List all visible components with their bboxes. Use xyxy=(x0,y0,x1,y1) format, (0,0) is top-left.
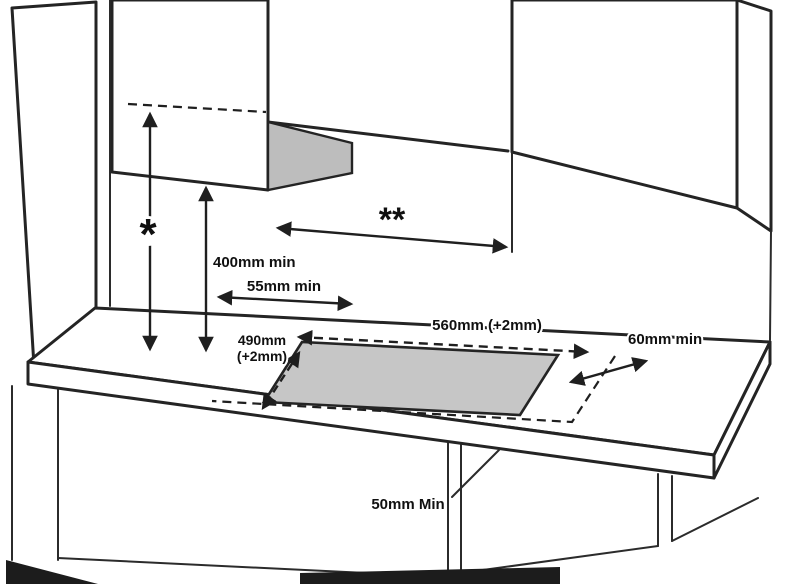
dim-arrow-55mm xyxy=(216,289,354,312)
label-60mm-min: 60mm min xyxy=(628,331,702,348)
plinth-shadow xyxy=(300,567,560,584)
upper-cabinet-left xyxy=(110,0,270,192)
label-55mm-min: 55mm min xyxy=(247,278,321,295)
double-star-label: ** xyxy=(379,201,406,239)
label-50mm-min: 50mm Min xyxy=(371,496,444,513)
dim-arrow-double-star xyxy=(275,221,509,254)
star-label: * xyxy=(139,210,157,259)
label-490mm-tolerance: (+2mm) xyxy=(237,348,287,364)
right-wall-line xyxy=(769,230,772,341)
base-cabinets xyxy=(6,385,759,584)
base-bottom-line-mid xyxy=(460,545,659,574)
star-marker-circle xyxy=(133,216,163,246)
hob-outline-dashed xyxy=(211,355,616,424)
label-490mm: 490mm xyxy=(238,332,286,348)
dimension-arrows xyxy=(142,111,649,498)
hood-recess-shade xyxy=(266,120,354,192)
leader-line-50mm xyxy=(451,449,500,498)
label-400mm-min: 400mm min xyxy=(213,254,296,271)
worktop-end-edge xyxy=(712,340,772,480)
dim-arrow-60mm xyxy=(568,357,649,386)
dim-arrow-560mm xyxy=(296,329,590,360)
ceiling-dashed-line xyxy=(127,102,267,114)
upper-cabinet-right-side xyxy=(735,0,773,233)
base-bottom-line-right xyxy=(671,497,759,542)
floor-shadow xyxy=(6,560,98,584)
hob-cutout xyxy=(261,340,561,417)
hood-recess-line xyxy=(266,120,510,153)
label-560mm: 560mm (+2mm) xyxy=(432,317,542,334)
dimension-labels: * ** 400mm min 55mm min 560mm (+2mm) 490… xyxy=(133,199,704,515)
dim-arrow-490mm xyxy=(261,351,301,410)
